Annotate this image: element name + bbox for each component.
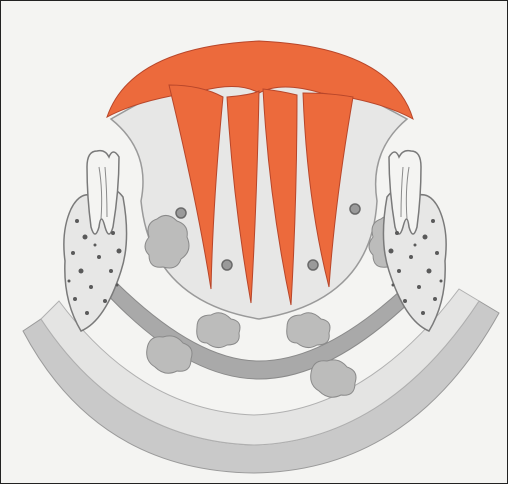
right-tooth <box>389 151 421 234</box>
submandibular-gland-right-upper <box>287 313 330 348</box>
vessel-right-upper <box>350 204 360 214</box>
vessel-left-upper <box>176 208 186 218</box>
vessel-right-lower <box>308 260 318 270</box>
submandibular-gland-right-lower <box>311 360 356 397</box>
submandibular-gland-left-upper <box>197 313 240 348</box>
left-tooth <box>87 151 119 234</box>
vessel-left-lower <box>222 260 232 270</box>
